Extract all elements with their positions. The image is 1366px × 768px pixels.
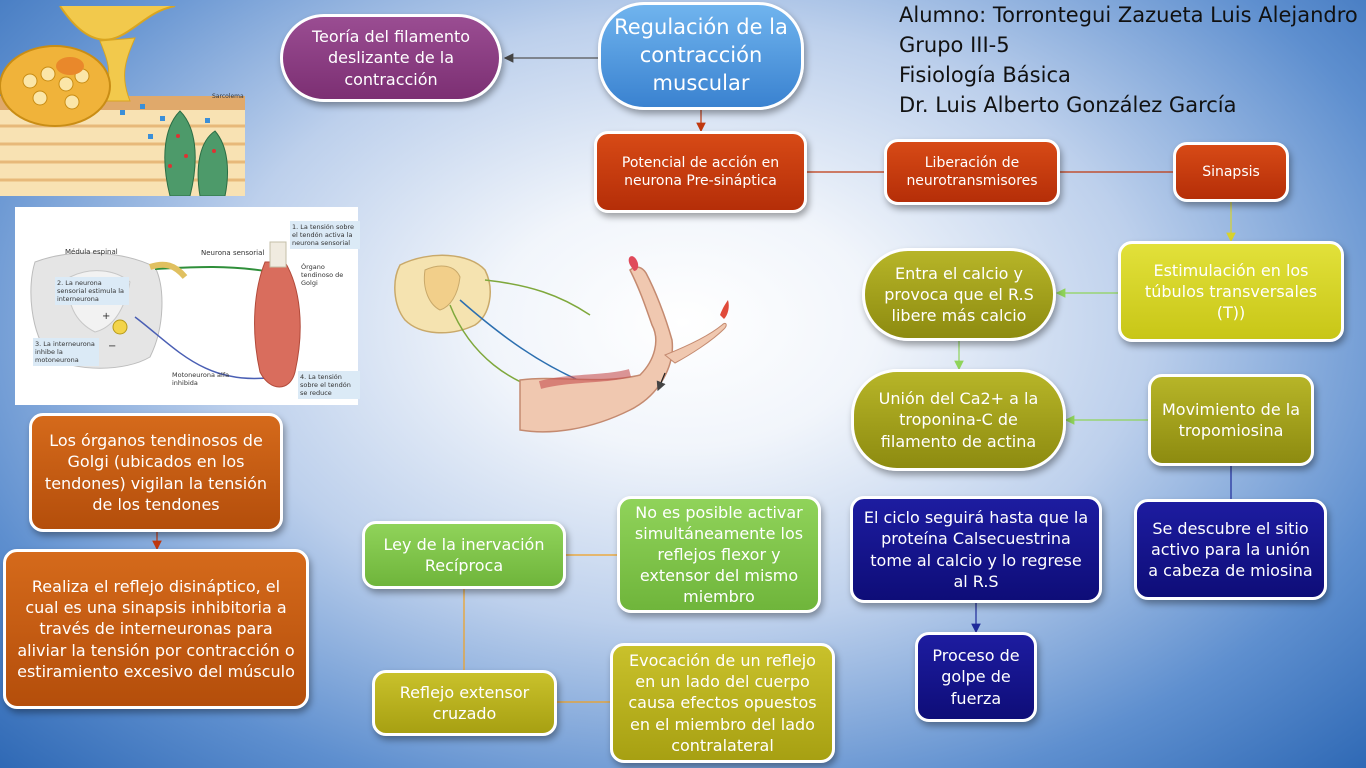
professor: Dr. Luis Alberto González García <box>899 93 1237 117</box>
neurona-sensorial-label: Neurona sensorial <box>201 249 265 257</box>
golgi-node: Los órganos tendinosos de Golgi (ubicado… <box>29 413 283 532</box>
step1-label: 1. La tensión sobre el tendón activa la … <box>290 221 360 249</box>
main-title-node: Regulación de la contracción muscular <box>598 2 804 110</box>
step3-label: 3. La interneurona inhibe la motoneurona <box>33 338 99 366</box>
calcium-entry-node: Entra el calcio y provoca que el R.S lib… <box>862 248 1056 341</box>
step2-label: 2. La neurona sensorial estimula la inte… <box>55 277 129 305</box>
motoneurona-label: Motoneurona alfa inhibida <box>172 371 230 387</box>
power-stroke-node: Proceso de golpe de fuerza <box>915 632 1037 722</box>
neuromuscular-junction-illustration: Sarcolema <box>0 6 245 196</box>
troponin-node: Unión del Ca2+ a la troponina-C de filam… <box>851 369 1066 471</box>
group: Grupo III-5 <box>899 33 1010 57</box>
no-activate-node: No es posible activar simultáneamente lo… <box>617 496 821 613</box>
active-site-node: Se descubre el sitio activo para la unió… <box>1134 499 1327 600</box>
plus-sign: + <box>102 311 111 322</box>
step4-label: 4. La tensión sobre el tendón se reduce <box>298 371 360 399</box>
organo-label: Órgano tendinoso de Golgi <box>301 263 344 287</box>
cycle-node: El ciclo seguirá hasta que la proteína C… <box>850 496 1102 603</box>
header-info: Alumno: Torrontegui Zazueta Luis Alejand… <box>899 0 1359 120</box>
reflex-arm-illustration <box>394 254 729 433</box>
sarcolema-label: Sarcolema <box>212 93 244 100</box>
course: Fisiología Básica <box>899 63 1071 87</box>
student-name: Alumno: Torrontegui Zazueta Luis Alejand… <box>899 3 1358 27</box>
synapse-node: Sinapsis <box>1173 142 1289 202</box>
minus-sign: − <box>108 341 117 352</box>
crossed-extensor-node: Reflejo extensor cruzado <box>372 670 557 736</box>
evocation-node: Evocación de un reflejo en un lado del c… <box>610 643 835 763</box>
medula-label: Médula espinal <box>65 248 118 256</box>
t-tubules-node: Estimulación en los túbulos transversale… <box>1118 241 1344 342</box>
action-potential-node: Potencial de acción en neurona Pre-sináp… <box>594 131 807 213</box>
golgi-reflex-figure: Médula espinal Neurona sensorial 1. La t… <box>15 207 360 405</box>
reciprocal-node: Ley de la inervación Recíproca <box>362 521 566 589</box>
disynaptic-node: Realiza el reflejo disináptico, el cual … <box>3 549 309 709</box>
sliding-filament-node: Teoría del filamento deslizante de la co… <box>280 14 502 102</box>
neurotransmitters-node: Liberación de neurotransmisores <box>884 139 1060 205</box>
tropomyosin-node: Movimiento de la tropomiosina <box>1148 374 1314 466</box>
